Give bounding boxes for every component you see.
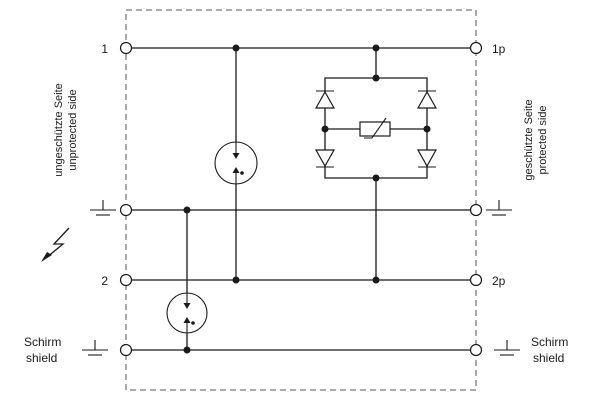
terminal-1p [469, 41, 483, 55]
lightning-bolt-icon [41, 227, 70, 262]
terminal-label-1: 1 [101, 42, 108, 56]
terminal-shield-in [119, 343, 133, 357]
terminal-label-1p: 1p [492, 42, 506, 56]
junction [232, 276, 240, 284]
junction [232, 44, 240, 52]
shield-label-left-en: shield [26, 351, 57, 365]
unprotected-side-label-de: ungeschützte Seite [53, 83, 65, 177]
diode-icon [314, 149, 336, 168]
junction [183, 206, 191, 214]
terminal-1 [119, 41, 133, 55]
protected-side-label-de: geschützte Seite [523, 99, 535, 180]
diode-icon [416, 149, 438, 168]
protected-side-label-en: protected side [537, 105, 549, 174]
terminal-ground-out [469, 203, 483, 217]
junction [372, 276, 380, 284]
terminal-ground-in [119, 203, 133, 217]
ground-icon [494, 340, 520, 356]
ground-icon [486, 200, 512, 216]
device-enclosure [125, 9, 477, 391]
ground-icon [90, 200, 116, 216]
shield-label-right-de: Schirm [531, 335, 568, 349]
junction [183, 346, 191, 354]
unprotected-side-label-en: unprotected side [67, 89, 79, 170]
junction [372, 44, 380, 52]
diode-icon [416, 90, 438, 109]
gas-discharge-tube-upper [214, 48, 258, 280]
terminal-2p [469, 273, 483, 287]
terminal-label-2: 2 [101, 274, 108, 288]
diode-icon [314, 90, 336, 109]
diode-bridge [314, 48, 438, 280]
terminal-2 [119, 273, 133, 287]
ground-icon [82, 340, 108, 356]
shield-label-left-de: Schirm [24, 335, 61, 349]
shield-label-right-en: shield [533, 351, 564, 365]
varistor-icon [325, 117, 427, 139]
terminal-label-2p: 2p [492, 274, 506, 288]
terminal-shield-out [469, 343, 483, 357]
